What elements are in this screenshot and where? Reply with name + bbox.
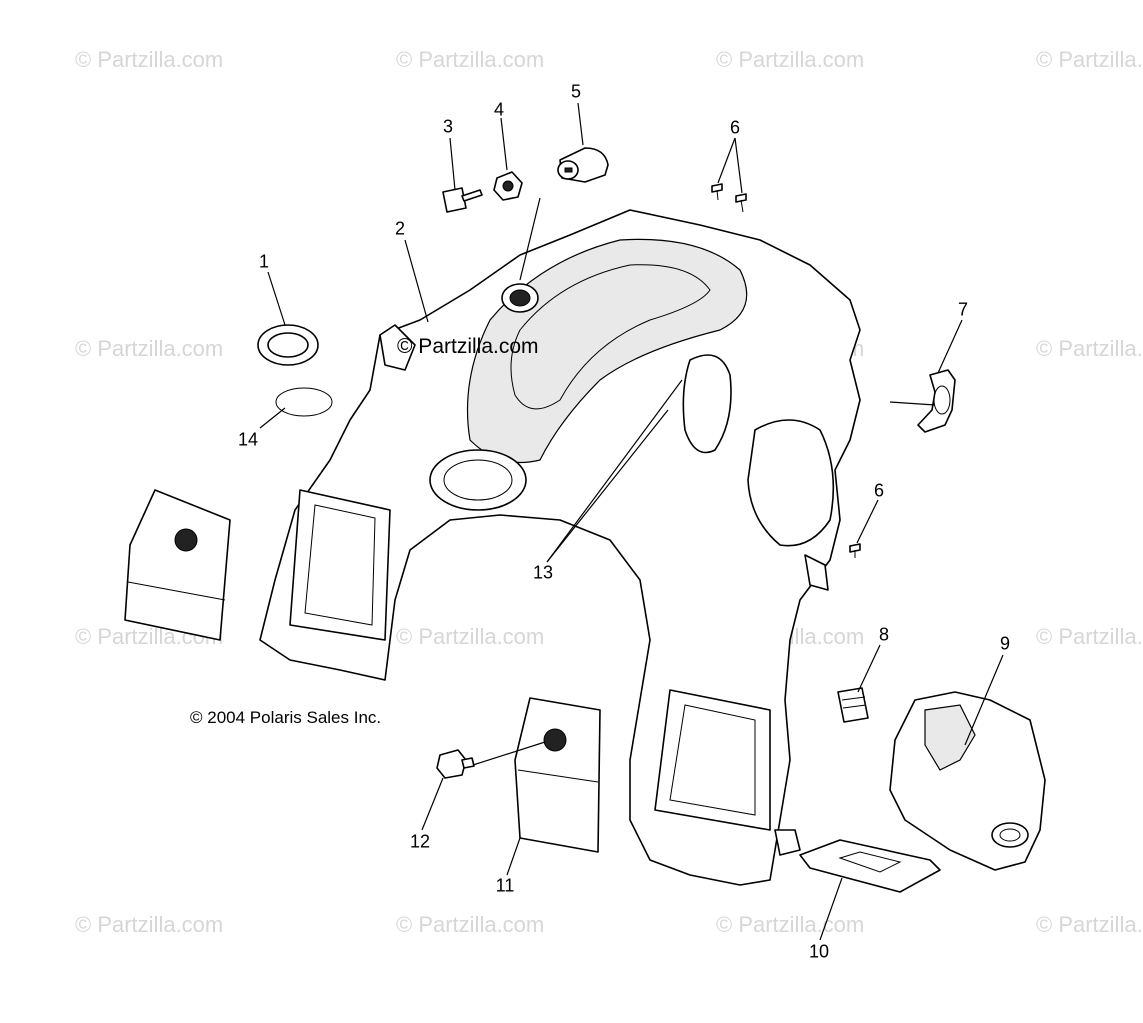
side-cover-part [124, 489, 231, 641]
mount-bracket-part [917, 369, 956, 433]
screw-part [711, 183, 747, 213]
leader-lines [259, 102, 1004, 941]
callout-11: 11 [495, 875, 515, 896]
callout-6-right: 6 [873, 480, 885, 501]
lower-cover-part [514, 697, 601, 853]
callout-12: 12 [409, 831, 431, 852]
watermark: © Partzilla.com [716, 912, 865, 937]
ignition-switch-part [557, 147, 609, 183]
callout-4: 4 [493, 99, 505, 120]
watermark: © Partzilla.com [1036, 912, 1143, 937]
watermark: © Partzilla.com [75, 336, 224, 361]
o-ring-part [275, 387, 333, 417]
copyright-notice: © 2004 Polaris Sales Inc. [190, 708, 382, 727]
callout-10: 10 [808, 941, 830, 962]
watermark: © Partzilla.com [396, 624, 545, 649]
watermark: © Partzilla.com [396, 47, 545, 72]
callout-2: 2 [394, 218, 406, 239]
watermark: © Partzilla.com [75, 912, 224, 937]
watermark: © Partzilla.com [75, 47, 224, 72]
seal-ring-part [257, 324, 319, 366]
watermark: © Partzilla.com [1036, 47, 1143, 72]
callout-5: 5 [570, 81, 582, 102]
watermark: © Partzilla.com [396, 912, 545, 937]
callout-7: 7 [957, 299, 969, 320]
watermark: © Partzilla.com [716, 47, 865, 72]
watermark: © Partzilla.com [1036, 336, 1143, 361]
screw-part [849, 543, 861, 558]
callout-6-top: 6 [729, 117, 741, 138]
nut-part [493, 171, 523, 201]
callout-13: 13 [532, 562, 554, 583]
hood-panel [259, 209, 861, 886]
callout-9: 9 [999, 633, 1011, 654]
connector-part [837, 687, 869, 723]
base-plate-part [799, 839, 941, 893]
key-part [442, 187, 483, 213]
callout-1: 1 [258, 251, 270, 272]
callout-3: 3 [442, 116, 454, 137]
watermark: © Partzilla.com [1036, 624, 1143, 649]
glove-box-part [889, 691, 1046, 871]
callout-8: 8 [878, 624, 890, 645]
center-watermark: © Partzilla.com [397, 335, 539, 358]
callout-14: 14 [237, 429, 259, 450]
knob-part [436, 749, 475, 779]
